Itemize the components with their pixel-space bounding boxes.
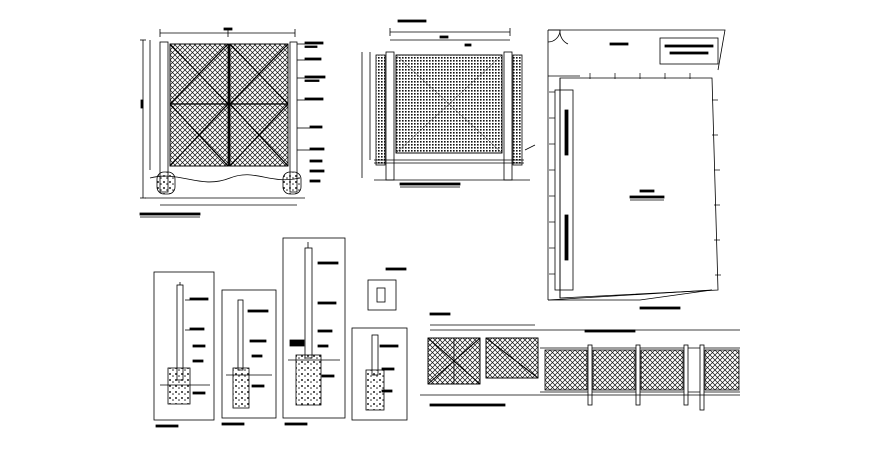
post-detail-c (282, 237, 346, 426)
gate-elevation-view (139, 27, 326, 218)
post-detail-b (221, 289, 277, 426)
site-plan-view (547, 29, 726, 310)
fence-long-elevation (420, 312, 740, 411)
post-detail-d (351, 267, 408, 421)
fence-panel-elevation-view (361, 19, 536, 188)
post-detail-a (153, 271, 215, 428)
